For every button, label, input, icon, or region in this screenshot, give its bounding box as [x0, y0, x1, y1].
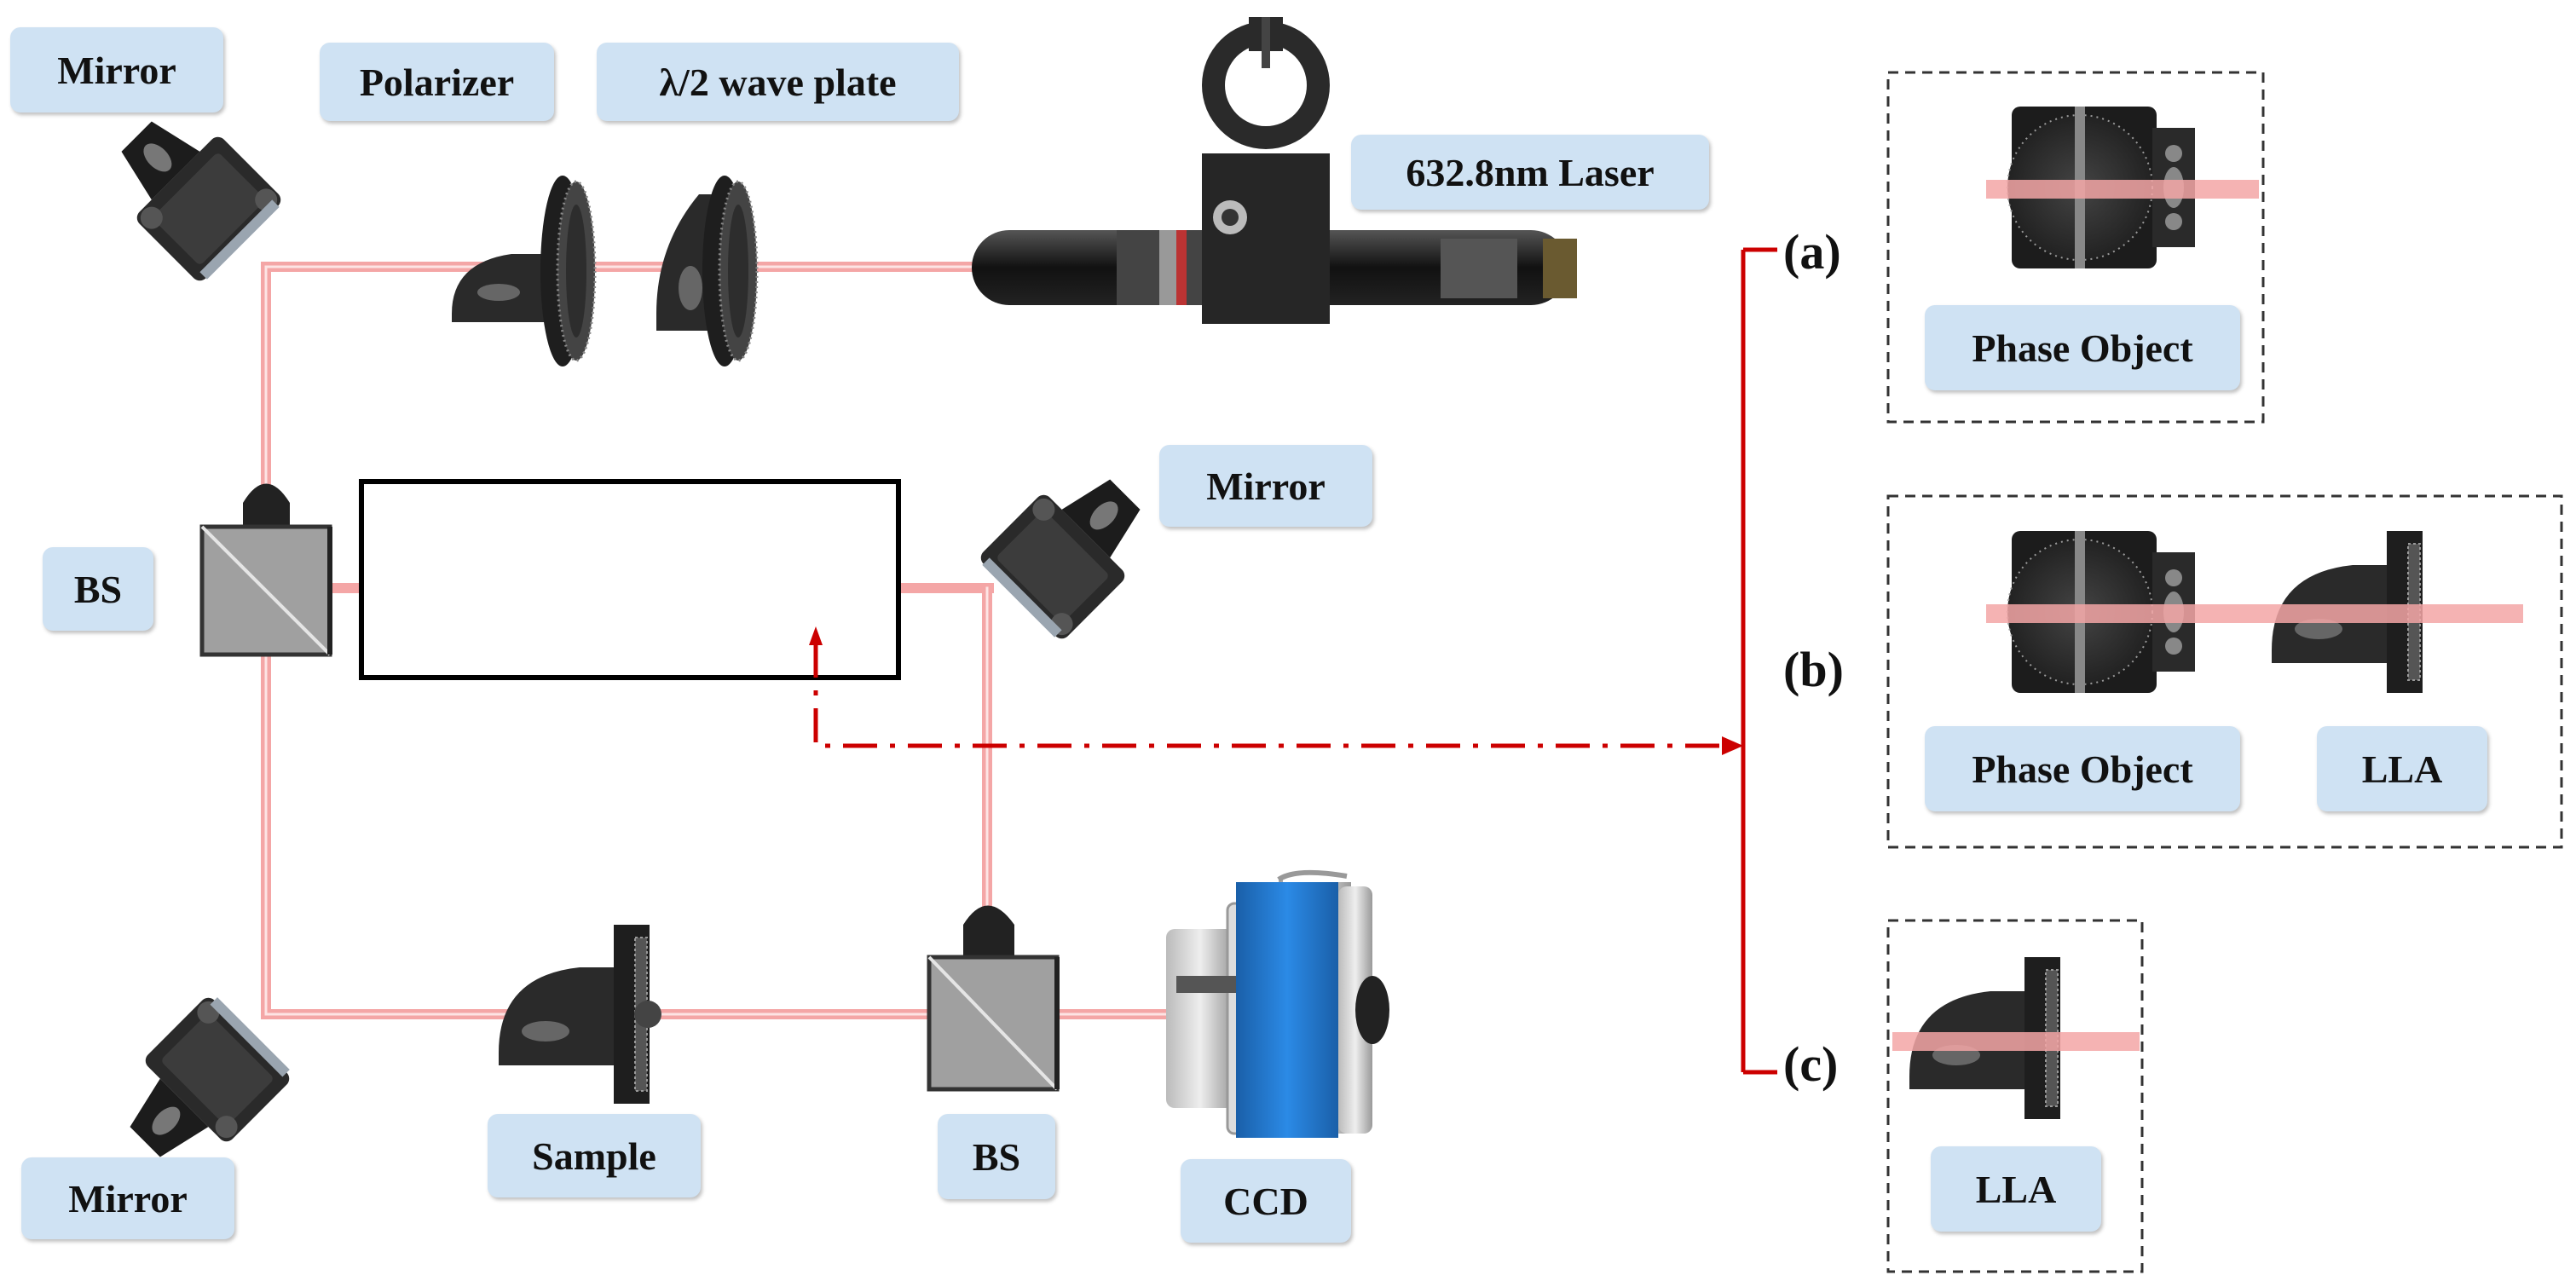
- panel-b-label-phase-object: Phase Object: [1925, 726, 2240, 811]
- panel-c-tag: (c): [1783, 1036, 1839, 1092]
- label-sample: Sample: [488, 1114, 701, 1197]
- panel-b-label-lla: LLA: [2317, 726, 2487, 811]
- panel-a-frame: [1886, 71, 2265, 424]
- mirror-right-icon: [980, 479, 1141, 639]
- mirror-top-icon: [121, 121, 281, 281]
- panel-a-tag: (a): [1783, 224, 1841, 280]
- panel-c-frame: [1886, 919, 2144, 1273]
- panel-a-phase-object-icon: [2007, 107, 2195, 268]
- panel-a-label-phase-object: Phase Object: [1925, 305, 2240, 390]
- panel-c-label-lla: LLA: [1931, 1146, 2101, 1232]
- label-polarizer: Polarizer: [320, 43, 554, 121]
- bs-left-icon: [199, 483, 332, 657]
- ccd-camera-icon: [1166, 869, 1389, 1138]
- polarizer-icon: [452, 176, 597, 366]
- panel-b-tag: (b): [1783, 642, 1844, 697]
- label-bs-left: BS: [43, 547, 153, 631]
- label-ccd: CCD: [1181, 1159, 1351, 1243]
- laser-icon: [972, 17, 1577, 324]
- options-bracket: [1741, 247, 1777, 1075]
- mirror-bottom-icon: [130, 997, 290, 1157]
- sample-setup-box: [359, 479, 901, 680]
- waveplate-icon: [656, 176, 759, 366]
- label-mirror-top: Mirror: [10, 27, 223, 113]
- bs-bottom-icon: [927, 905, 1060, 1092]
- label-waveplate: λ/2 wave plate: [597, 43, 959, 121]
- label-mirror-right: Mirror: [1159, 445, 1372, 527]
- sample-holder-icon: [499, 925, 661, 1104]
- label-bs-bottom: BS: [938, 1114, 1055, 1199]
- dashdot-arrow: [809, 626, 1743, 755]
- label-laser: 632.8nm Laser: [1351, 135, 1709, 210]
- label-mirror-bottom: Mirror: [21, 1157, 234, 1239]
